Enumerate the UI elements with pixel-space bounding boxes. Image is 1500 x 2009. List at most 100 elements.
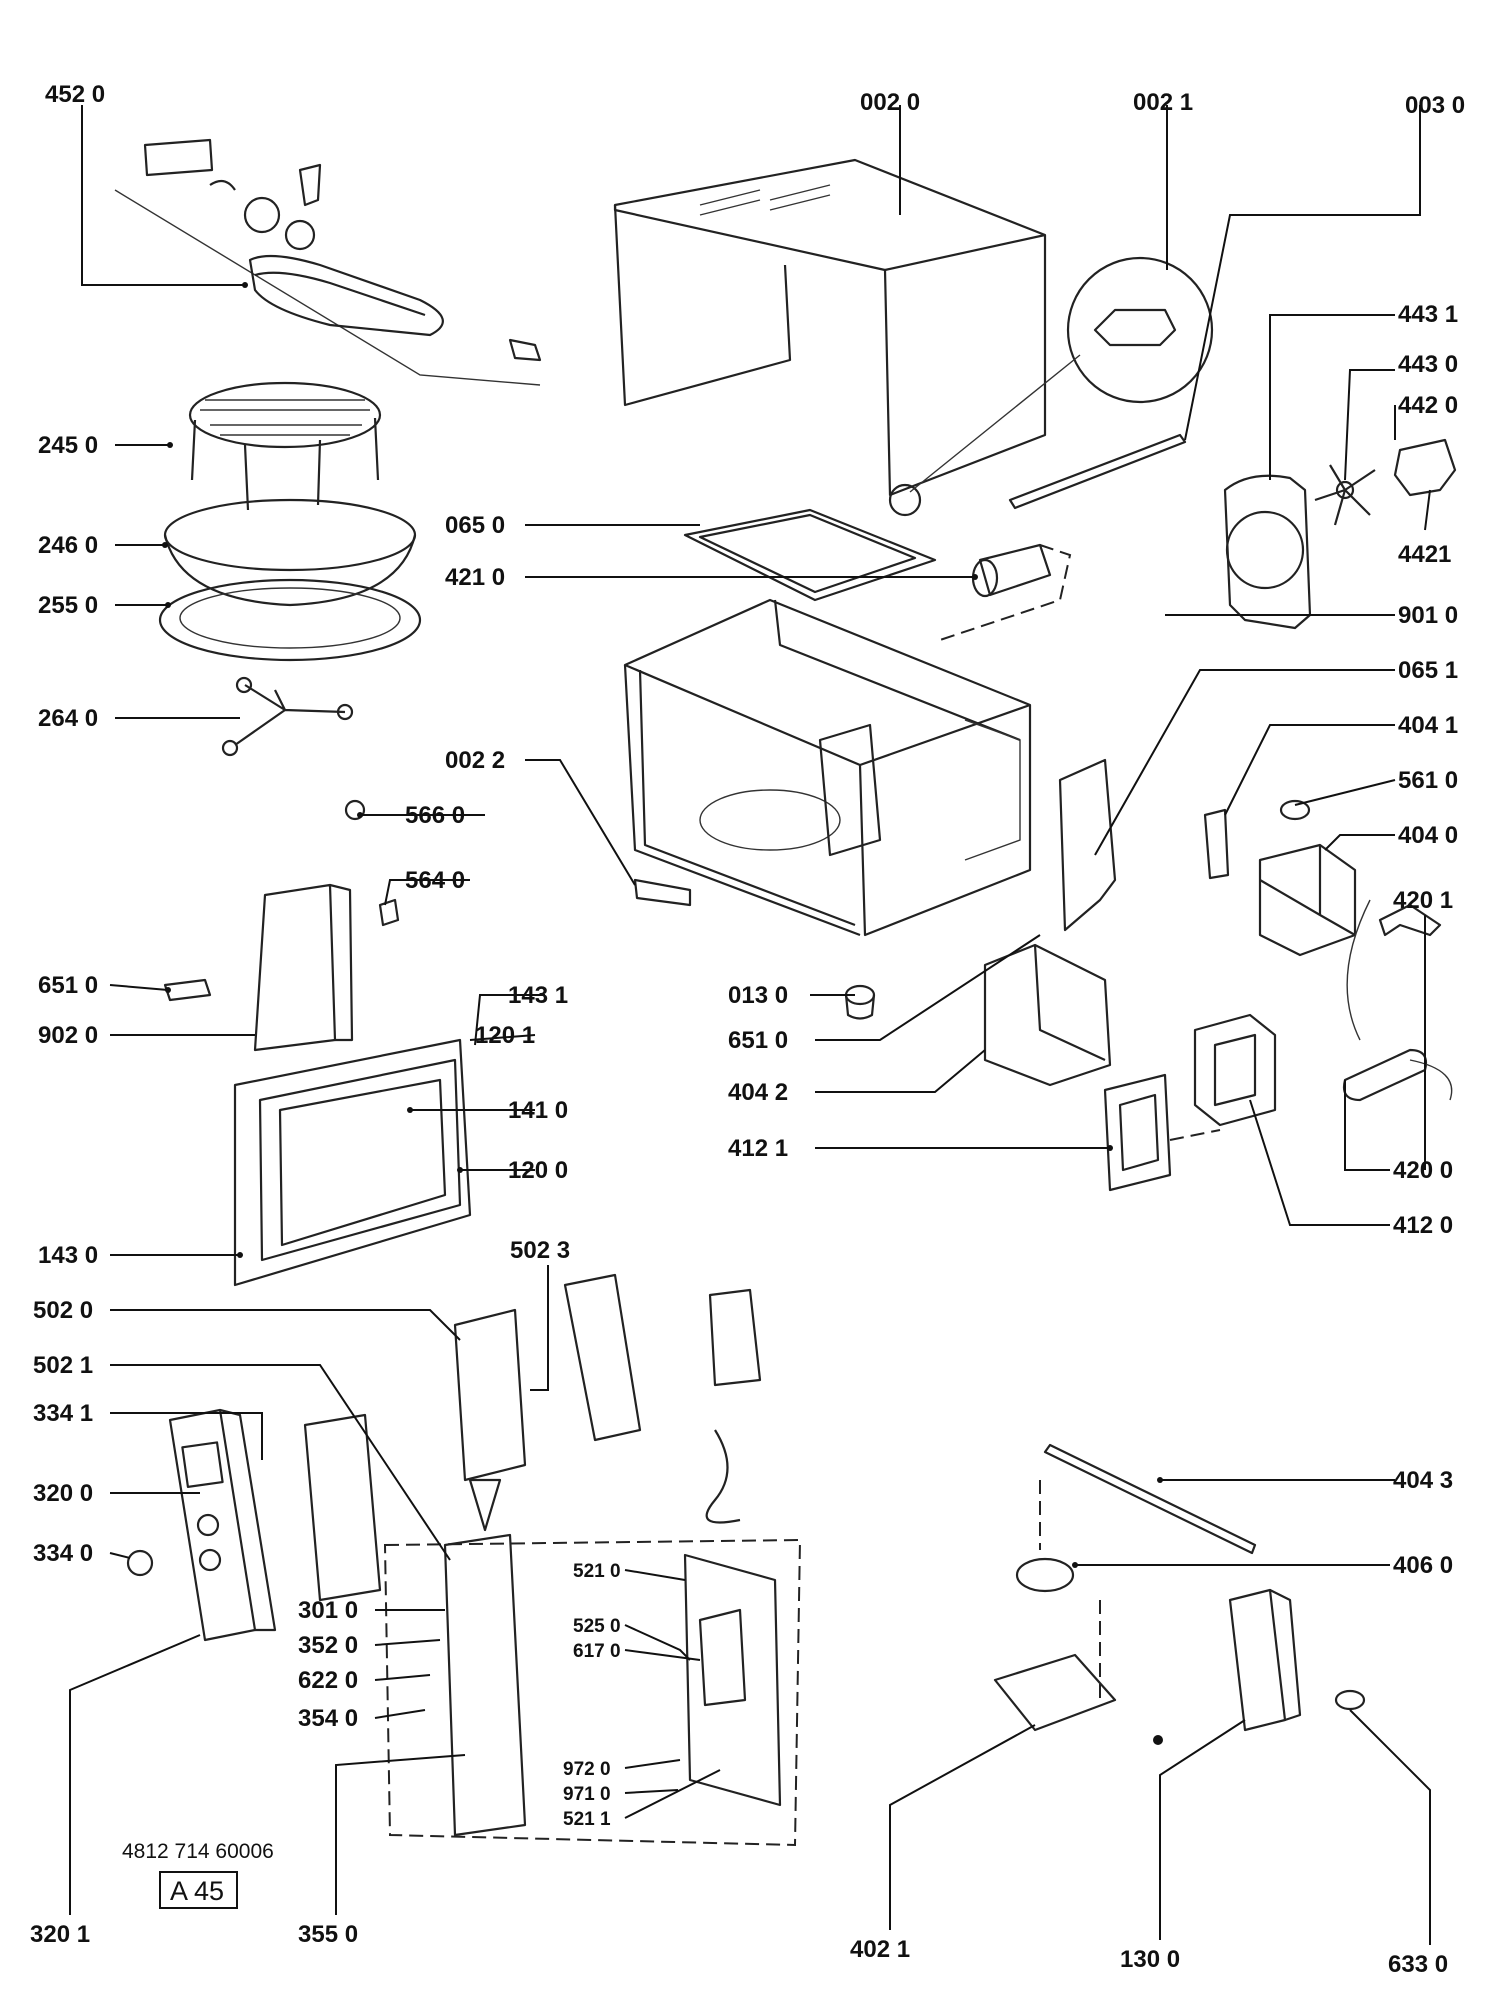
label-406-0: 406 0	[1393, 1552, 1453, 1579]
label-352-0: 352 0	[298, 1632, 358, 1659]
label-246-0: 246 0	[38, 532, 98, 559]
pcb-group-box	[383, 1533, 802, 1847]
label-521-0: 521 0	[573, 1561, 621, 1582]
label-404-0: 404 0	[1398, 822, 1458, 849]
transformer-plate	[1103, 1073, 1221, 1192]
label-502-0: 502 0	[33, 1297, 93, 1324]
label-002-2: 002 2	[445, 747, 505, 774]
label-452-0: 452 0	[45, 81, 105, 108]
detail-callout-circle	[888, 256, 1214, 517]
hv-transformer	[1193, 1013, 1277, 1127]
grill-rack	[188, 381, 382, 511]
label-420-1: 420 1	[1393, 887, 1453, 914]
assembly-arrows	[468, 1429, 741, 1532]
waveguide	[983, 943, 1112, 1087]
leader-lines	[69, 105, 1431, 1945]
label-255-0: 255 0	[38, 592, 98, 619]
label-622-0: 622 0	[298, 1667, 358, 1694]
label-404-2: 404 2	[728, 1079, 788, 1106]
label-617-0: 617 0	[573, 1641, 621, 1662]
label-065-0: 065 0	[445, 512, 505, 539]
heater-rod	[1043, 1443, 1257, 1555]
label-404-3: 404 3	[1393, 1467, 1453, 1494]
interlock-switch-assembly	[1153, 1588, 1366, 1745]
oven-cavity	[623, 598, 1032, 937]
thermal-cutout	[1279, 799, 1311, 821]
label-443-1: 443 1	[1398, 301, 1458, 328]
side-plate	[1058, 758, 1117, 932]
label-301-0: 301 0	[298, 1597, 358, 1624]
label-130-0: 130 0	[1120, 1946, 1180, 1973]
shelf-plate	[683, 508, 937, 602]
grill-heater-assembly	[114, 138, 542, 386]
label-141-0: 141 0	[508, 1097, 568, 1124]
outer-casing	[613, 158, 1047, 497]
fan-blade	[1314, 464, 1376, 526]
label-521-1: 521 1	[563, 1809, 611, 1830]
fan-cowl	[1223, 474, 1312, 630]
label-901-0: 901 0	[1398, 602, 1458, 629]
top-support-strip	[1008, 433, 1187, 510]
control-panel-fascia	[168, 1408, 277, 1642]
bracket	[1203, 808, 1230, 880]
label-264-0: 264 0	[38, 705, 98, 732]
label-120-1: 120 1	[475, 1022, 535, 1049]
capacitor-bracket	[1378, 903, 1442, 937]
part-labels: 452 0 002 0 002 1 003 0 443 1 443 0 442 …	[30, 81, 1465, 1978]
oven-door	[233, 1038, 472, 1287]
label-002-0: 002 0	[860, 89, 920, 116]
label-334-1: 334 1	[33, 1400, 93, 1427]
label-334-0: 334 0	[33, 1540, 93, 1567]
label-564-0: 564 0	[405, 867, 465, 894]
pcb-bracket	[303, 1273, 762, 1602]
crisp-bowl	[163, 498, 417, 607]
label-245-0: 245 0	[38, 432, 98, 459]
label-320-0: 320 0	[33, 1480, 93, 1507]
label-502-1: 502 1	[33, 1352, 93, 1379]
document-number: 4812 714 60006	[122, 1840, 274, 1863]
control-knob	[126, 1549, 154, 1577]
label-561-0: 561 0	[1398, 767, 1458, 794]
label-566-0: 566 0	[405, 802, 465, 829]
lamp-bracket	[163, 799, 400, 1052]
label-143-1: 143 1	[508, 982, 568, 1009]
label-320-1: 320 1	[30, 1921, 90, 1948]
label-354-0: 354 0	[298, 1705, 358, 1732]
label-412-0: 412 0	[1393, 1212, 1453, 1239]
turntable-motor	[1015, 1480, 1101, 1700]
label-420-0: 420 0	[1393, 1157, 1453, 1184]
label-003-0: 003 0	[1405, 92, 1465, 119]
label-651-0-left: 651 0	[38, 972, 98, 999]
turntable-glass-plate	[158, 578, 422, 662]
reference-code: A 45	[170, 1876, 224, 1906]
magnetron	[1258, 843, 1357, 957]
foot	[844, 984, 876, 1020]
label-120-0: 120 0	[508, 1157, 568, 1184]
label-972-0: 972 0	[563, 1759, 611, 1780]
reference-box	[159, 1871, 238, 1909]
label-502-3: 502 3	[510, 1237, 570, 1264]
label-404-1: 404 1	[1398, 712, 1458, 739]
fan-motor	[1393, 438, 1457, 497]
cover-plate	[993, 1653, 1117, 1732]
label-902-0: 902 0	[38, 1022, 98, 1049]
label-443-0: 443 0	[1398, 351, 1458, 378]
label-065-1: 065 1	[1398, 657, 1458, 684]
label-421-0: 421 0	[445, 564, 505, 591]
roller-support	[221, 676, 354, 757]
label-525-0: 525 0	[573, 1616, 621, 1637]
label-013-0: 013 0	[728, 982, 788, 1009]
label-651-0-right: 651 0	[728, 1027, 788, 1054]
label-412-1: 412 1	[728, 1135, 788, 1162]
label-143-0: 143 0	[38, 1242, 98, 1269]
label-633-0: 633 0	[1388, 1951, 1448, 1978]
label-971-0: 971 0	[563, 1784, 611, 1805]
label-442-0: 442 0	[1398, 392, 1458, 419]
label-402-1: 402 1	[850, 1936, 910, 1963]
label-355-0: 355 0	[298, 1921, 358, 1948]
small-bracket	[633, 878, 692, 907]
label-002-1: 002 1	[1133, 89, 1193, 116]
label-442-1: 4421	[1398, 541, 1451, 568]
antenna-motor	[939, 543, 1072, 641]
